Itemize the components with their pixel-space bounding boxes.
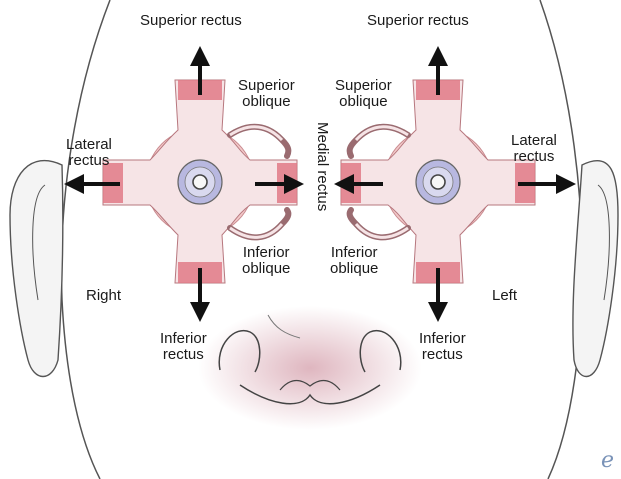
left-inferior-rectus-line1: Inferior xyxy=(419,331,466,347)
left-lateral-rectus-line2: rectus xyxy=(511,149,557,165)
left-lateral-rectus-line1: Lateral xyxy=(511,133,557,149)
right-superior-rectus-label: Superior rectus xyxy=(140,13,242,29)
right-lateral-rectus-line2: rectus xyxy=(66,153,112,169)
left-superior-oblique-line2: oblique xyxy=(335,94,392,110)
right-inferior-rectus-line1: Inferior xyxy=(160,331,207,347)
right-superior-oblique-line1: Superior xyxy=(238,78,295,94)
left-ear xyxy=(573,161,618,377)
left-inferior-rectus-label: Inferior rectus xyxy=(419,331,466,363)
nose-illustration xyxy=(198,306,422,430)
left-inferior-rectus-line2: rectus xyxy=(419,347,466,363)
left-superior-oblique-label: Superior oblique xyxy=(335,78,392,110)
publisher-logo: e xyxy=(601,448,614,473)
left-superior-rectus-label: Superior rectus xyxy=(367,13,469,29)
right-inferior-oblique-line1: Inferior xyxy=(242,245,290,261)
right-inferior-oblique-label: Inferior oblique xyxy=(242,245,290,277)
right-inferior-rectus-label: Inferior rectus xyxy=(160,331,207,363)
head-outline-left xyxy=(61,0,110,479)
left-inferior-oblique-line1: Inferior xyxy=(330,245,378,261)
medial-rectus-label: Medial rectus xyxy=(314,122,331,211)
left-inferior-oblique-label: Inferior oblique xyxy=(330,245,378,277)
left-lateral-rectus-label: Lateral rectus xyxy=(511,133,557,165)
right-ear xyxy=(10,161,63,377)
right-inferior-oblique-line2: oblique xyxy=(242,261,290,277)
right-lateral-rectus-line1: Lateral xyxy=(66,137,112,153)
right-inferior-rectus-line2: rectus xyxy=(160,347,207,363)
left-side-label: Left xyxy=(492,288,517,304)
left-superior-oblique-line1: Superior xyxy=(335,78,392,94)
right-side-label: Right xyxy=(86,288,121,304)
right-superior-oblique-line2: oblique xyxy=(238,94,295,110)
right-lateral-rectus-label: Lateral rectus xyxy=(66,137,112,169)
left-inferior-oblique-line2: oblique xyxy=(330,261,378,277)
right-superior-oblique-label: Superior oblique xyxy=(238,78,295,110)
